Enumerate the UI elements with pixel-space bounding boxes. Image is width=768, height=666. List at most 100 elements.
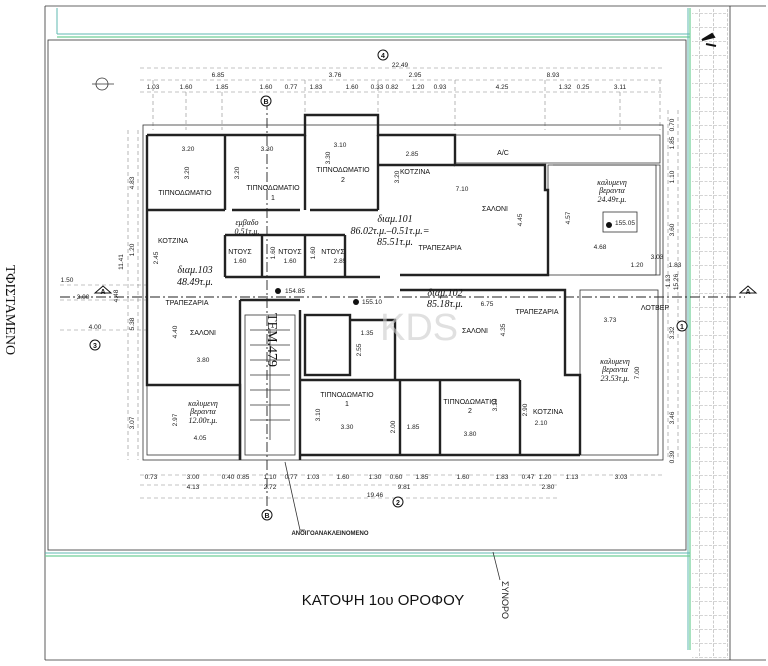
dimension-label: 0.40 bbox=[222, 474, 235, 481]
dimension-label: 0.93 bbox=[434, 84, 447, 91]
veranda-101-area: 24.49τ.μ. bbox=[598, 195, 627, 204]
walls bbox=[145, 113, 661, 460]
dimension-label-vertical: 3.10 bbox=[315, 408, 322, 421]
dimension-label: 0.25 bbox=[577, 84, 590, 91]
dimension-label: 1.85 bbox=[216, 84, 229, 91]
veranda-102 bbox=[579, 289, 659, 456]
dimension-lines bbox=[60, 67, 679, 499]
dimension-label-vertical: 4.57 bbox=[565, 211, 572, 224]
dimension-label: 1.85 bbox=[407, 424, 420, 431]
room-label: ΣΑΛΟΝΙ bbox=[462, 328, 488, 335]
dimension-label: 1.03 bbox=[147, 84, 160, 91]
room-label: ΤΙΠΝΟΔΩΜΑΤΙΟ bbox=[158, 190, 212, 197]
room-label: ΣΑΛΟΝΙ bbox=[190, 330, 216, 337]
drawing-title: ΚΑΤΟΨΗ 1ου ΟΡΟΦΟΥ bbox=[302, 592, 465, 609]
marker-a-right: A bbox=[738, 285, 758, 296]
room-label: ΣΑΛΟΝΙ bbox=[482, 206, 508, 213]
veranda-103-area: 12.00τ.μ. bbox=[189, 416, 218, 425]
dimension-label: 1.32 bbox=[559, 84, 572, 91]
site-frame bbox=[44, 5, 766, 661]
dimension-label: 3.30 bbox=[261, 146, 274, 153]
dimension-label-vertical: 4.35 bbox=[500, 323, 507, 336]
room-label: 1 bbox=[345, 401, 349, 408]
dimension-label-vertical: 3.46 bbox=[669, 411, 676, 424]
dimension-label: 1.50 bbox=[61, 277, 74, 284]
dimension-label: 4.13 bbox=[187, 484, 200, 491]
dimension-label: 3.00 bbox=[187, 474, 200, 481]
dimension-label: 0.73 bbox=[145, 474, 158, 481]
dimension-label: 0.85 bbox=[237, 474, 250, 481]
room-label: ΚΟΤΖΙΝΑ bbox=[533, 409, 563, 416]
dimension-label-vertical: 4.83 bbox=[129, 176, 136, 189]
room-label: ΝΤΟΥΣ bbox=[228, 249, 252, 256]
dimension-label: 1.83 bbox=[310, 84, 323, 91]
room-label: ΤΡΑΠΕΖΑΡΙΑ bbox=[515, 309, 558, 316]
apartment-101-net: 85.51τ.μ. bbox=[377, 237, 413, 248]
veranda-103-label: καλυμενη bbox=[188, 399, 218, 408]
folding-opening-label: ΑΝΟΙΓΟΑΝΑΚΛΕΙΝΟΜΕΝΟ bbox=[291, 531, 368, 537]
dimension-label-vertical: 2.00 bbox=[390, 420, 397, 433]
dimension-label: 1.10 bbox=[264, 474, 277, 481]
level-155-05: 155.05 bbox=[602, 211, 638, 233]
dimension-label-vertical: 1.13 bbox=[665, 274, 672, 287]
dimension-label: 2.72 bbox=[264, 484, 277, 491]
apartment-103-name: διαμ.103 bbox=[177, 265, 212, 276]
dimension-label: 0.47 bbox=[522, 474, 535, 481]
dimension-label-vertical: 7.00 bbox=[634, 366, 641, 379]
veranda-102-area: 23.53τ.μ. bbox=[601, 374, 630, 383]
dimension-label-vertical: 3.60 bbox=[669, 223, 676, 236]
dimension-label-vertical: 2.45 bbox=[153, 251, 160, 264]
svg-text:A: A bbox=[745, 289, 750, 296]
dimension-label-vertical: 3.20 bbox=[184, 166, 191, 179]
dimension-label-vertical: 3.20 bbox=[234, 166, 241, 179]
dimension-label: 2.95 bbox=[409, 72, 422, 79]
dimension-label: 0.77 bbox=[285, 474, 298, 481]
dimension-label: 1.60 bbox=[346, 84, 359, 91]
veranda-102-label: καλυμενη bbox=[600, 357, 630, 366]
dimension-label: 1.60 bbox=[180, 84, 193, 91]
marker-3: 3 bbox=[89, 339, 101, 351]
room-label: ΤΡΑΠΕΖΑΡΙΑ bbox=[165, 300, 208, 307]
dimension-label: 3.73 bbox=[604, 317, 617, 324]
room-label: ΤΙΠΝΟΔΩΜΑΤΙΟ bbox=[316, 167, 370, 174]
dimension-label: 2.80 bbox=[542, 484, 555, 491]
dimension-label: 9.81 bbox=[398, 484, 411, 491]
room-label: ΛΟΤΒΕΡ bbox=[641, 305, 670, 312]
dimension-label: 3.03 bbox=[615, 474, 628, 481]
boundary-label: ΣΥΝΟΡΟ bbox=[500, 581, 510, 619]
dimension-label-vertical: 5.38 bbox=[129, 317, 136, 330]
dimension-label: 3.20 bbox=[182, 146, 195, 153]
dimension-label: 4.68 bbox=[594, 244, 607, 251]
svg-text:1: 1 bbox=[680, 324, 684, 331]
marker-1: 1 bbox=[676, 320, 688, 332]
section-markers: A A B B 1 2 3 4 bbox=[89, 49, 758, 521]
dimension-label: 1.85 bbox=[416, 474, 429, 481]
dimension-label-vertical: 4.40 bbox=[172, 325, 179, 338]
svg-text:2: 2 bbox=[396, 500, 400, 507]
room-label: 2 bbox=[468, 408, 472, 415]
dimension-label: 3.76 bbox=[329, 72, 342, 79]
apartment-102-name: διαμ.102 bbox=[427, 288, 462, 299]
dimension-label: 4.05 bbox=[194, 435, 207, 442]
dimension-label: 0.82 bbox=[386, 84, 399, 91]
room-labels: ΤΙΠΝΟΔΩΜΑΤΙΟΤΙΠΝΟΔΩΜΑΤΙΟ1ΤΙΠΝΟΔΩΜΑΤΙΟ2ΚΟ… bbox=[158, 150, 670, 416]
dimension-label-vertical: 1.60 bbox=[270, 246, 277, 259]
pavement bbox=[692, 8, 728, 658]
dimension-label-vertical: 4.48 bbox=[113, 289, 120, 302]
dimension-label: 1.60 bbox=[260, 84, 273, 91]
room-label: A/C bbox=[497, 150, 509, 157]
dimension-label: 6.85 bbox=[212, 72, 225, 79]
veranda-102-label2: βεραντα bbox=[601, 365, 629, 374]
dimension-label: 1.83 bbox=[669, 262, 682, 269]
apartment-103-area: 48.49τ.μ. bbox=[177, 277, 213, 288]
dimension-label-vertical: 1.20 bbox=[129, 243, 136, 256]
room-label: ΝΤΟΥΣ bbox=[278, 249, 302, 256]
dimension-label: 7.10 bbox=[456, 186, 469, 193]
marker-4: 4 bbox=[377, 49, 389, 61]
dimension-label-vertical: 3.10 bbox=[492, 398, 499, 411]
dimension-label-vertical: 4.45 bbox=[517, 213, 524, 226]
svg-text:155.10: 155.10 bbox=[362, 299, 382, 306]
svg-text:A: A bbox=[100, 289, 105, 296]
apartment-101-name: διαμ.101 bbox=[377, 214, 412, 225]
